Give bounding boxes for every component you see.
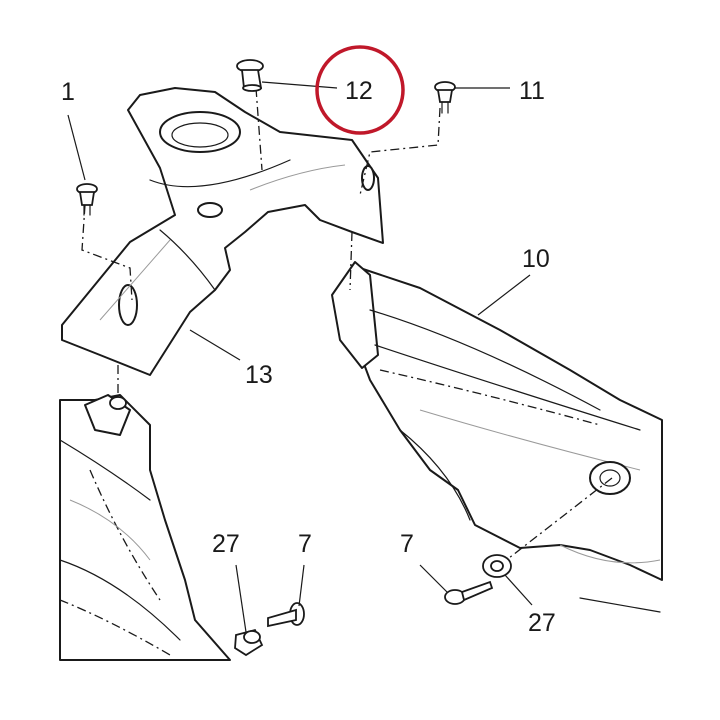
lower-panel-mount-boss bbox=[109, 396, 127, 410]
callout-11: 11 bbox=[519, 77, 545, 105]
callout-1: 1 bbox=[61, 78, 75, 106]
cover-hole-right bbox=[361, 165, 375, 191]
fairing-grommet-hole-inner bbox=[599, 469, 621, 487]
right-side-fairing bbox=[331, 261, 663, 613]
callout-12: 12 bbox=[345, 77, 373, 105]
cover-hole-side bbox=[118, 284, 138, 326]
callout-7-right: 7 bbox=[400, 530, 414, 558]
callout-10: 10 bbox=[522, 245, 550, 273]
screw-right-bottom-7-icon bbox=[444, 580, 494, 605]
fairing-grommet-hole bbox=[589, 461, 631, 495]
upper-cover-panel bbox=[61, 87, 384, 376]
screw-11-icon bbox=[434, 81, 456, 114]
grommet-left-bottom-27-icon bbox=[234, 628, 264, 657]
callout-labels: 1 12 11 10 13 27 7 7 27 bbox=[61, 77, 556, 637]
callout-27-right: 27 bbox=[528, 609, 556, 637]
callout-7-left: 7 bbox=[298, 530, 312, 558]
cover-opening-inner bbox=[171, 122, 229, 148]
grommet-right-bottom-27-icon bbox=[482, 554, 512, 578]
leader-lines bbox=[67, 81, 533, 633]
callout-27-left: 27 bbox=[212, 530, 240, 558]
assembly-guide-lines bbox=[81, 87, 613, 566]
screw-1-icon bbox=[76, 183, 98, 216]
cover-hole-small bbox=[197, 202, 223, 218]
highlight-circle bbox=[315, 45, 405, 135]
cover-opening bbox=[159, 111, 241, 153]
lower-left-body-panel bbox=[59, 394, 231, 661]
bushing-12-icon bbox=[236, 59, 264, 92]
callout-13: 13 bbox=[245, 361, 273, 389]
screw-left-bottom-7-icon bbox=[267, 602, 305, 628]
